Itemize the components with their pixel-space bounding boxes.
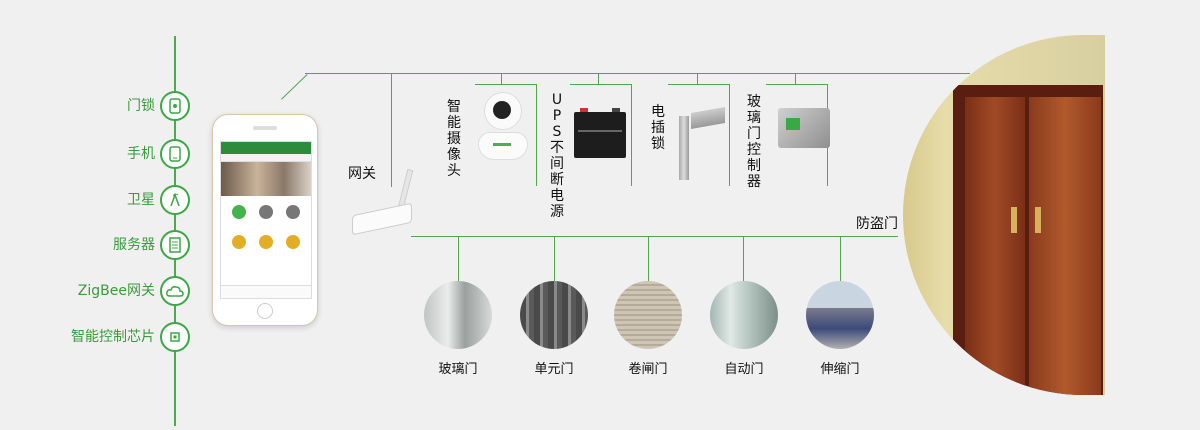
ups-battery-terminal — [612, 108, 620, 112]
lock-bracket-line — [668, 84, 730, 85]
gateway-device — [352, 168, 414, 236]
telescopic-door-drop — [840, 236, 841, 281]
rolling-door-label: 卷闸门 — [628, 362, 668, 377]
telescopic-door-label: 伸缩门 — [820, 362, 860, 377]
satellite-icon — [160, 185, 190, 215]
glass-controller-image — [778, 108, 830, 148]
top-horizontal-line — [305, 73, 970, 74]
anti-theft-door-label: 防盗门 — [856, 216, 898, 232]
camera-connector — [501, 73, 502, 84]
app-device-button — [286, 205, 301, 219]
feature-label-phone: 手机 — [127, 146, 155, 162]
electric-lock-image — [677, 100, 727, 180]
app-device-button — [258, 205, 273, 219]
phone-home-button — [257, 303, 273, 319]
ups-bracket-drop — [631, 84, 632, 186]
rolling-door-drop — [648, 236, 649, 281]
app-bottom-nav — [221, 285, 311, 298]
anti-theft-door-photo — [903, 35, 1105, 395]
unit-door-photo — [520, 281, 588, 349]
door-handle — [1011, 207, 1017, 233]
ups-battery-terminal — [580, 108, 588, 112]
controller-label — [786, 118, 800, 130]
ups-battery-stripe — [578, 130, 622, 132]
device-label-camera: 智能摄像头 — [447, 99, 461, 179]
controller-connector — [795, 73, 796, 84]
door-panel-left — [965, 97, 1025, 395]
device-label-ups: UPS不间断电源 — [550, 92, 564, 220]
app-banner-image — [221, 162, 311, 196]
camera-image — [475, 90, 531, 166]
ups-bracket-line — [570, 84, 632, 85]
unit-door-drop — [554, 236, 555, 281]
controller-bracket-line — [766, 84, 828, 85]
app-header-bar — [221, 142, 311, 154]
gateway-drop-line — [391, 73, 392, 187]
door-panel-right — [1029, 97, 1101, 395]
lock-icon — [160, 91, 190, 121]
ups-connector — [598, 73, 599, 84]
feature-label-satellite: 卫星 — [127, 192, 155, 208]
gateway-body — [352, 202, 412, 236]
chip-icon — [160, 322, 190, 352]
feature-label-chip: 智能控制芯片 — [71, 329, 155, 345]
bottom-horizontal-line — [411, 236, 898, 237]
telescopic-door-photo — [806, 281, 874, 349]
lock-connector — [697, 73, 698, 84]
lock-plate — [679, 116, 689, 180]
glass-door-label: 玻璃门 — [438, 362, 478, 377]
smartphone — [212, 114, 318, 326]
glass-door-photo — [424, 281, 492, 349]
lock-bracket-drop — [729, 84, 730, 186]
lock-strike — [691, 107, 725, 129]
app-tab-bar — [221, 154, 311, 162]
app-device-button — [231, 205, 246, 219]
app-light-button — [231, 235, 246, 249]
device-label-electric-lock: 电插锁 — [651, 104, 665, 152]
ups-battery-image — [574, 108, 626, 158]
feature-label-door-lock: 门锁 — [127, 98, 155, 114]
feature-label-server: 服务器 — [113, 237, 155, 253]
automatic-door-label: 自动门 — [724, 362, 764, 377]
phone-diagonal-connector — [281, 73, 308, 100]
camera-bracket-drop — [536, 84, 537, 186]
cloud-icon — [160, 276, 190, 306]
rolling-door-photo — [614, 281, 682, 349]
door-handle — [1035, 207, 1041, 233]
camera-base — [478, 132, 528, 160]
feature-label-zigbee: ZigBee网关 — [77, 283, 155, 299]
camera-lens — [493, 101, 511, 119]
camera-logo — [493, 143, 511, 146]
phone-screen — [220, 141, 312, 299]
gateway-label: 网关 — [348, 166, 376, 182]
unit-door-label: 单元门 — [534, 362, 574, 377]
automatic-door-photo — [710, 281, 778, 349]
app-light-row — [221, 223, 311, 253]
auto-door-drop — [743, 236, 744, 281]
app-light-button — [286, 235, 301, 249]
device-label-glass-controller: 玻璃门控制器 — [747, 94, 761, 190]
phone-icon — [160, 139, 190, 169]
server-icon — [160, 230, 190, 260]
glass-door-drop — [458, 236, 459, 281]
phone-speaker — [253, 126, 277, 130]
app-light-button — [258, 235, 273, 249]
camera-bracket-line — [475, 84, 537, 85]
app-device-row — [221, 196, 311, 223]
